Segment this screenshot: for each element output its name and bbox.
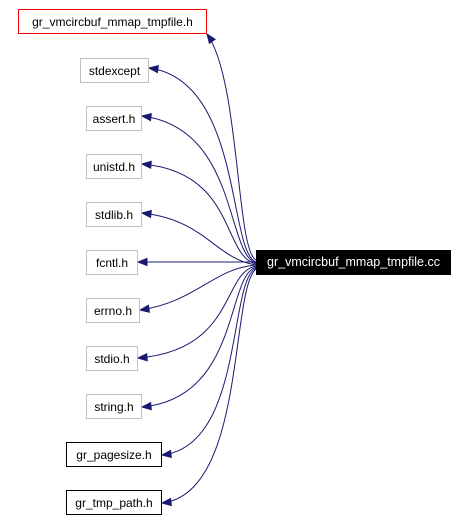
include-edge — [139, 264, 257, 311]
node-unistd-h[interactable]: unistd.h — [86, 154, 142, 179]
node-label: gr_pagesize.h — [76, 447, 152, 462]
include-edge — [206, 33, 257, 261]
node-gr-tmp-path-h[interactable]: gr_tmp_path.h — [66, 490, 162, 515]
arrowhead — [140, 209, 152, 219]
arrowhead — [160, 449, 172, 459]
node-label: fcntl.h — [95, 255, 128, 270]
arrowhead — [138, 304, 151, 313]
node-label: assert.h — [92, 111, 136, 126]
include-edge — [137, 265, 257, 359]
node-stdio-h[interactable]: stdio.h — [86, 346, 138, 371]
include-edge — [148, 67, 257, 263]
node-gr-vmcircbuf-mmap-tmpfile-h[interactable]: gr_vmcircbuf_mmap_tmpfile.h — [18, 9, 207, 34]
arrowhead — [147, 65, 159, 74]
node-errno-h[interactable]: errno.h — [86, 298, 140, 323]
include-edge — [141, 212, 257, 266]
node-label: gr_vmcircbuf_mmap_tmpfile.h — [32, 14, 193, 29]
node-assert-h[interactable]: assert.h — [86, 106, 142, 131]
node-gr-pagesize-h[interactable]: gr_pagesize.h — [66, 442, 162, 467]
arrowhead — [136, 353, 148, 362]
root-label: gr_vmcircbuf_mmap_tmpfile.cc — [267, 255, 440, 270]
include-edge — [141, 163, 257, 265]
node-label: unistd.h — [92, 159, 136, 174]
include-edge — [161, 267, 257, 456]
arrowhead — [140, 112, 152, 122]
arrowhead — [136, 257, 148, 267]
edges — [136, 32, 257, 507]
node-label: errno.h — [93, 303, 133, 318]
node-label: stdio.h — [94, 351, 130, 366]
include-edge — [141, 266, 257, 408]
arrowhead — [206, 32, 216, 45]
node-stdlib-h[interactable]: stdlib.h — [86, 202, 142, 227]
node-label: gr_tmp_path.h — [75, 495, 153, 510]
node-label: stdexcept — [88, 63, 141, 78]
arrowhead — [140, 401, 152, 411]
root-node[interactable]: gr_vmcircbuf_mmap_tmpfile.cc — [256, 250, 451, 275]
include-edge — [161, 268, 257, 504]
node-stdexcept[interactable]: stdexcept — [80, 58, 149, 83]
include-edge — [141, 115, 257, 264]
node-string-h[interactable]: string.h — [86, 394, 142, 419]
node-label: string.h — [94, 399, 134, 414]
arrowhead — [140, 160, 152, 170]
node-fcntl-h[interactable]: fcntl.h — [86, 250, 138, 275]
arrowhead — [160, 497, 172, 507]
node-label: stdlib.h — [94, 207, 134, 222]
